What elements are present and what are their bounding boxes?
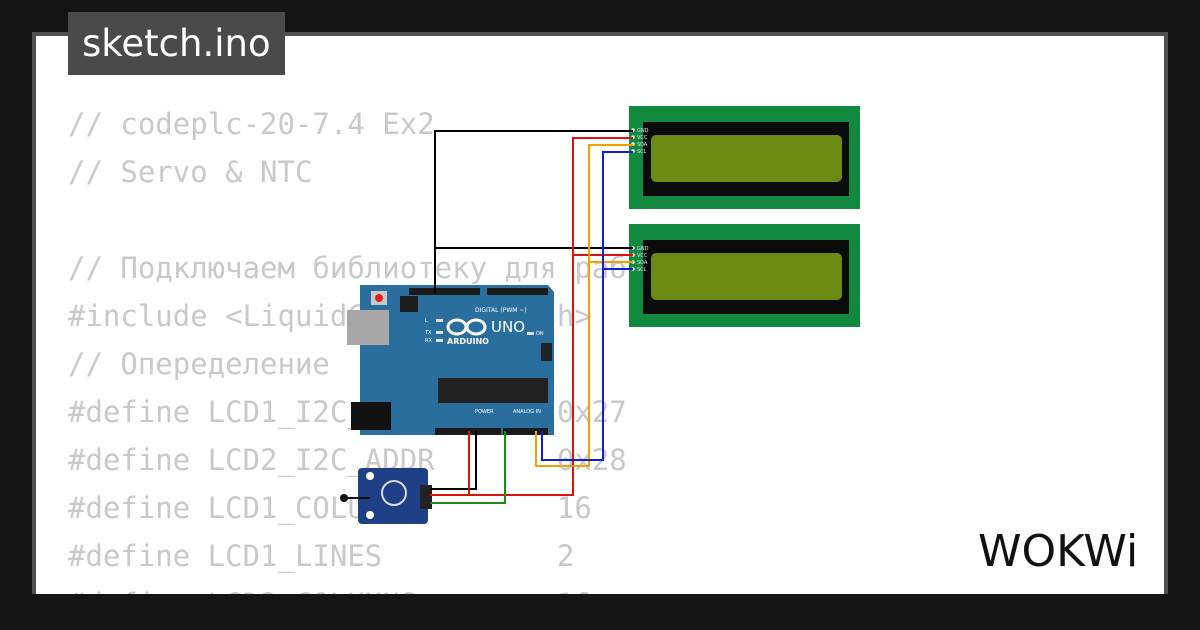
atmega-chip: [438, 378, 548, 403]
lcd1-pin-scl: SCL: [637, 149, 647, 155]
wire-scl-lcd1: [541, 151, 633, 461]
tx-led-label: TX: [424, 330, 432, 336]
code-line: // codeplc-20-7.4 Ex2: [68, 107, 435, 141]
code-line: // Опеределение: [68, 347, 330, 381]
code-line: #define LCD1_LINES 2: [68, 539, 575, 573]
l-led-label: L: [425, 318, 428, 324]
wire-gnd-lcd1: [434, 130, 633, 293]
code-line: // Servo & NTC: [68, 155, 313, 189]
wire-vcc-lcd1: [430, 137, 633, 496]
lcd-display-1[interactable]: GND VCC SDA SCL: [629, 106, 860, 209]
digital-label: DIGITAL (PWM ~): [475, 307, 527, 314]
board-model-label: UNO: [491, 318, 525, 336]
lcd1-pin-vcc: VCC: [637, 135, 648, 141]
wire-sda-lcd1: [535, 144, 633, 467]
arduino-logo: UNO ARDUINO: [446, 318, 525, 346]
power-label: POWER: [475, 409, 494, 415]
usb-port: [347, 310, 389, 345]
wokwi-logo: WOKWi: [978, 526, 1138, 577]
icsp-header: [541, 343, 552, 361]
wire-gnd-ntc: [430, 431, 477, 490]
analog-label: ANALOG IN: [513, 409, 541, 415]
arduino-uno-board[interactable]: DIGITAL (PWM ~) UNO ARDUINO L TX RX ON P…: [347, 285, 554, 435]
on-led-label: ON: [536, 331, 544, 337]
power-jack: [351, 402, 391, 430]
thermistor-icon: [340, 494, 348, 502]
lcd2-pin-scl: SCL: [637, 267, 647, 273]
wire-ntc-signal: [430, 431, 506, 504]
lcd2-pin-vcc: VCC: [637, 253, 648, 259]
board-brand-label: ARDUINO: [447, 337, 489, 346]
ntc-sensor-module[interactable]: [340, 468, 432, 524]
lcd1-pin-gnd: GND: [637, 128, 649, 134]
lcd2-pin-sda: SDA: [637, 260, 648, 266]
wokwi-logo-text: WOKWi: [978, 526, 1138, 577]
file-tab[interactable]: sketch.ino: [68, 12, 285, 75]
lcd1-pin-sda: SDA: [637, 142, 648, 148]
wiring: [430, 130, 633, 504]
rx-led-label: RX: [425, 338, 432, 344]
lcd2-pin-gnd: GND: [637, 246, 649, 252]
file-tab-label: sketch.ino: [82, 22, 271, 65]
preview-card: [36, 36, 1164, 594]
lcd-display-2[interactable]: GND VCC SDA SCL: [629, 224, 860, 327]
